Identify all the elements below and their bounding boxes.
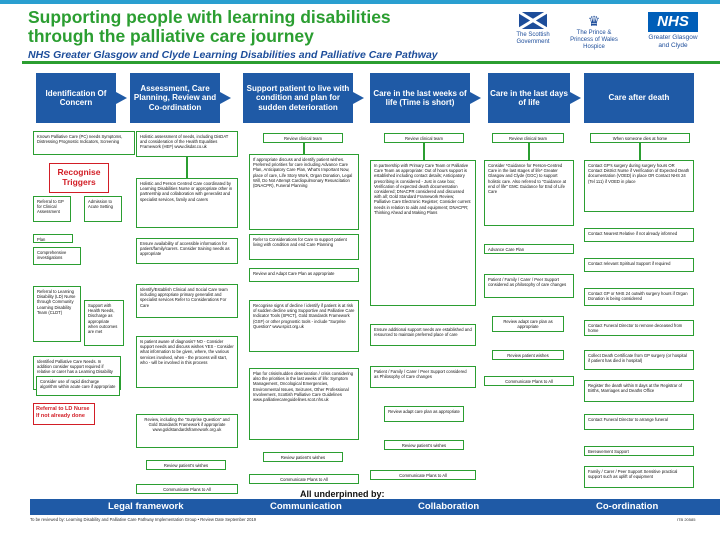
header-last-weeks: Care in the last weeks of life (Time is …	[370, 73, 481, 123]
footer-legal: Legal framework	[108, 501, 184, 512]
review-clinical-team-5: Review clinical team	[492, 133, 564, 143]
footer-communication: Communication	[270, 501, 342, 512]
communicate-plans-2: Communicate Plans to All	[136, 484, 238, 494]
header-last-days: Care in the last days of life	[488, 73, 581, 123]
plan-label: Plan	[33, 234, 73, 243]
review-adapt-care-plan-4: Review adapt care plan as appropriate	[384, 406, 464, 422]
princess-hospice-label: The Prince & Princess of Wales Hospice	[570, 30, 618, 50]
header-assessment: Assessment, Care Planning, Review and Co…	[130, 73, 231, 123]
review-patient-wishes-5: Review patient wishes	[492, 350, 564, 360]
recognise-triggers: Recognise Triggers	[49, 163, 109, 193]
bereavement-support: Bereavement Support	[584, 446, 694, 456]
header-support: Support patient to live with condition a…	[243, 73, 364, 123]
referral-to-ld-nurse: Referral to LD Nurse If not already done	[33, 403, 95, 425]
princess-hospice-logo: ♛ The Prince & Princess of Wales Hospice	[566, 12, 622, 52]
connector-col5	[528, 143, 530, 160]
scottish-government-logo: The Scottish Government	[510, 12, 556, 52]
family-carer-support-4: Patient / Family / Carer / Peer Support …	[370, 366, 476, 388]
contact-funeral-director: Contact Funeral Director to remove decea…	[584, 320, 694, 336]
footer-bar: Legal framework Communication Collaborat…	[30, 499, 720, 515]
refer-considerations-for-care: Refer to Considerations for Care to supp…	[249, 234, 359, 260]
accessible-information: Ensure availability of accessible inform…	[136, 238, 238, 264]
footer-collaboration: Collaboration	[418, 501, 480, 512]
connector-col3	[303, 143, 305, 154]
when-someone-dies: When someone dies at home	[590, 133, 690, 143]
page-title: Supporting people with learning disabili…	[28, 7, 391, 46]
review-surprise-question: Review, including the "Surprise Question…	[136, 414, 238, 448]
collect-death-certificate: Collect Death Certificate from GP surger…	[584, 350, 694, 370]
connector-col4	[423, 143, 425, 160]
header-identification: Identification Of Concern	[36, 73, 127, 123]
practical-support: Family / Carer / Peer Support Sensitive …	[584, 466, 694, 488]
discuss-patient-wishes: If appropriate discuss and identify pati…	[249, 154, 359, 230]
crown-icon: ♛	[587, 13, 601, 29]
connector-col2	[186, 157, 188, 178]
communicate-plans-5: Communicate Plans to All	[484, 376, 574, 386]
guidance-person-centred: Consider *Guidance for Person-Centred Ca…	[484, 160, 574, 226]
contact-spiritual-support: Contact relevant Spiritual Support if re…	[584, 258, 694, 272]
arrange-funeral: Contact Funeral Director to arrange fune…	[584, 414, 694, 430]
footer-coordination: Co-ordination	[596, 501, 659, 512]
referral-to-gp: Referral to GP for Clinical Assessment	[33, 196, 71, 222]
identify-care-team: Identify/Establish Clinical and Social C…	[136, 284, 238, 318]
nhs-logo: NHS Greater Glasgow and Clyde	[648, 12, 698, 54]
saltire-svg	[519, 12, 547, 29]
ensure-additional-support: Ensure additional support needs are esta…	[370, 324, 476, 346]
family-carer-support-5: Patient / Family / Carer / Peer Support …	[484, 274, 574, 298]
holistic-assessment: Holistic assessment of needs, including …	[136, 131, 238, 157]
nhs-subtitle: Greater Glasgow and Clyde	[648, 34, 698, 49]
top-accent-bar	[0, 0, 720, 4]
patient-aware-diagnosis: Is patient aware of diagnosis? NO - Cons…	[136, 336, 238, 388]
known-pc-needs: Known Palliative Care (PC) needs Symptom…	[33, 131, 135, 155]
partnership-primary-care: In partnership with Primary Care Team or…	[370, 160, 476, 306]
contact-nearest-relative: Contact Nearest Relative if not already …	[584, 228, 694, 242]
saltire-icon	[519, 12, 547, 29]
plan-crisis-deterioration: Plan for crisis/sudden deterioration / c…	[249, 368, 359, 440]
page-subtitle: NHS Greater Glasgow and Clyde Learning D…	[28, 49, 438, 61]
connector-col6	[639, 143, 641, 160]
recognise-signs-decline: Recognise signs of decline / identify if…	[249, 300, 359, 352]
reference-code: ITB 20585	[677, 517, 696, 522]
scottish-government-label: The Scottish Government	[516, 32, 550, 45]
title-divider	[22, 61, 720, 64]
admission-acute: Admission to Acute Setting	[84, 196, 122, 222]
review-clinical-team-4: Review clinical team	[384, 133, 464, 143]
review-adapt-care-plan-5: Review adapt care plan as appropriate	[492, 316, 564, 332]
review-footnote: To be reviewed by: Learning Disability a…	[30, 517, 257, 522]
underpinned-label: All underpinned by:	[300, 489, 385, 499]
communicate-plans-4: Communicate Plans to All	[370, 470, 476, 480]
person-centred-care: Holistic and Person Centred Care coordin…	[136, 178, 238, 228]
header-after-death: Care after death	[584, 73, 694, 123]
review-patient-wishes-2: Review patient's wishes	[146, 460, 226, 470]
rapid-discharge-algorithm: Consider use of rapid discharge algorith…	[36, 376, 120, 396]
review-clinical-team-3: Review clinical team	[263, 133, 343, 143]
review-patient-wishes-3: Review patient's wishes	[263, 452, 343, 462]
advance-care-plan-5: Advance Care Plan	[484, 244, 574, 254]
comprehensive-investigations: Comprehensive investigations	[33, 247, 81, 265]
communicate-plans-3: Communicate Plans to All	[249, 474, 359, 484]
referral-ld-nurse-cldt: Referral to Learning Disability (LD) Nur…	[33, 286, 81, 342]
review-patient-wishes-4: Review patient's wishes	[384, 440, 464, 450]
support-health-needs: Support with Health Needs, Discharge as …	[84, 300, 124, 346]
review-adapt-care-plan-3: Review and Adapt Care Plan as appropriat…	[249, 268, 359, 282]
contact-gp-nhs24: Contact GP or NHS 24 outwith surgery hou…	[584, 288, 694, 306]
nhs-badge: NHS	[648, 12, 698, 32]
contact-gp-surgery: Contact GP's surgery during surgery hour…	[584, 160, 694, 212]
register-the-death: Register the death within 8 days at the …	[584, 380, 694, 402]
